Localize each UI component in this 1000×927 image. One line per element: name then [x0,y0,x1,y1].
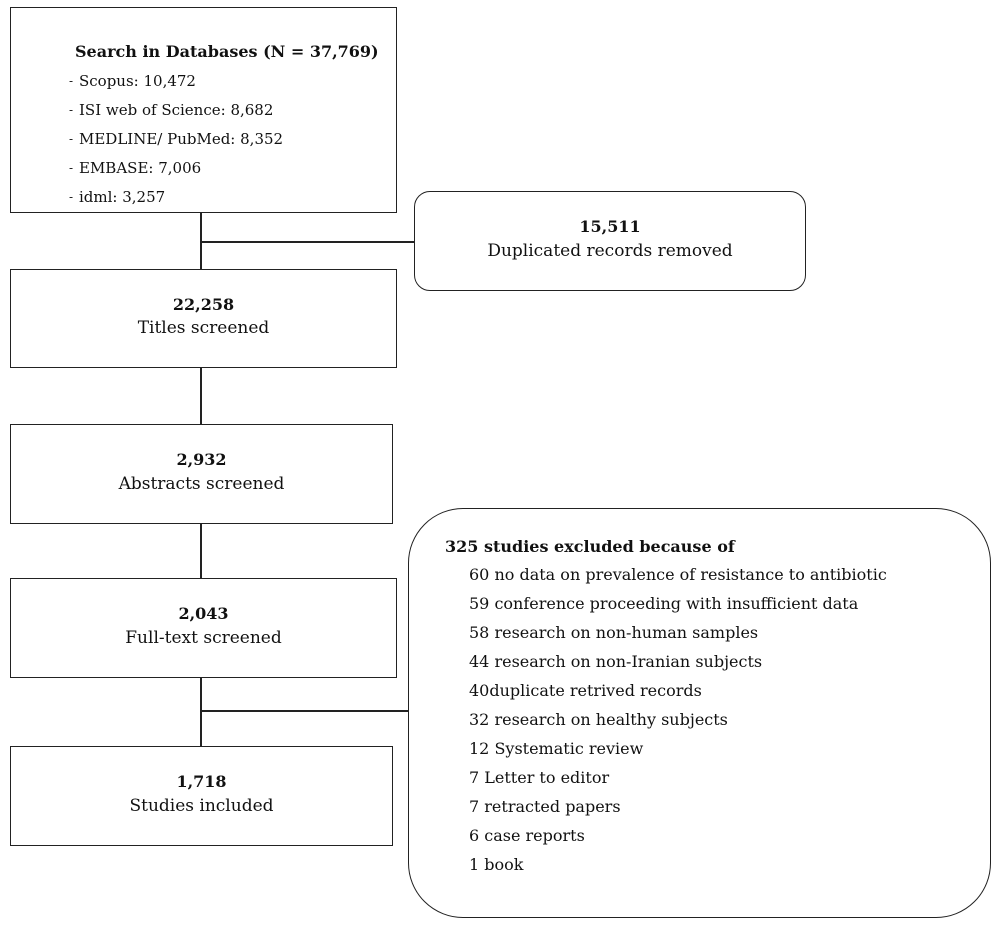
exclusion-reason: 6 case reports [469,826,585,845]
database-item: -ISI web of Science: 8,682 [69,101,274,119]
exclusion-reason: 60 no data on prevalence of resistance t… [469,565,887,584]
connector-to-duplicates [200,241,414,243]
exclusion-reason: 7 retracted papers [469,797,621,816]
database-item: -MEDLINE/ PubMed: 8,352 [69,130,284,148]
titles-screened-box: 22,258 Titles screened [10,269,397,368]
fulltext-count: 2,043 [178,604,229,623]
exclusion-reason: 40duplicate retrived records [469,681,702,700]
connector-to-excluded [200,710,408,712]
excluded-title: 325 studies excluded because of [445,537,735,556]
fulltext-label: Full-text screened [125,627,282,648]
abstracts-label: Abstracts screened [118,473,285,494]
connector-fulltext-included [200,678,202,746]
studies-included-box: 1,718 Studies included [10,746,393,846]
abstracts-screened-box: 2,932 Abstracts screened [10,424,393,524]
duplicates-label: Duplicated records removed [487,240,733,261]
search-databases-box: Search in Databases (N = 37,769) -Scopus… [10,7,397,213]
included-count: 1,718 [176,772,227,791]
database-item: -EMBASE: 7,006 [69,159,202,177]
abstracts-count: 2,932 [176,450,227,469]
titles-label: Titles screened [137,318,270,339]
fulltext-screened-box: 2,043 Full-text screened [10,578,397,678]
exclusion-reason: 32 research on healthy subjects [469,710,728,729]
titles-count: 22,258 [172,294,235,314]
exclusion-reason: 44 research on non-Iranian subjects [469,652,763,671]
exclusion-reason: 12 Systematic review [469,739,644,758]
studies-excluded-box: 325 studies excluded because of 60 no da… [408,508,991,918]
exclusion-reason: 59 conference proceeding with insufficie… [469,594,859,613]
database-item: -idml: 3,257 [69,188,166,206]
search-title: Search in Databases (N = 37,769) [75,42,379,61]
connector-titles-abstracts [200,368,202,424]
included-label: Studies included [129,795,274,816]
connector-abstracts-fulltext [200,524,202,578]
duplicates-count: 15,511 [579,217,641,236]
database-item: -Scopus: 10,472 [69,72,196,90]
duplicates-removed-box: 15,511 Duplicated records removed [414,191,806,291]
exclusion-reason: 1 book [469,855,524,874]
exclusion-reason: 7 Letter to editor [469,768,610,787]
exclusion-reason: 58 research on non-human samples [469,623,759,642]
